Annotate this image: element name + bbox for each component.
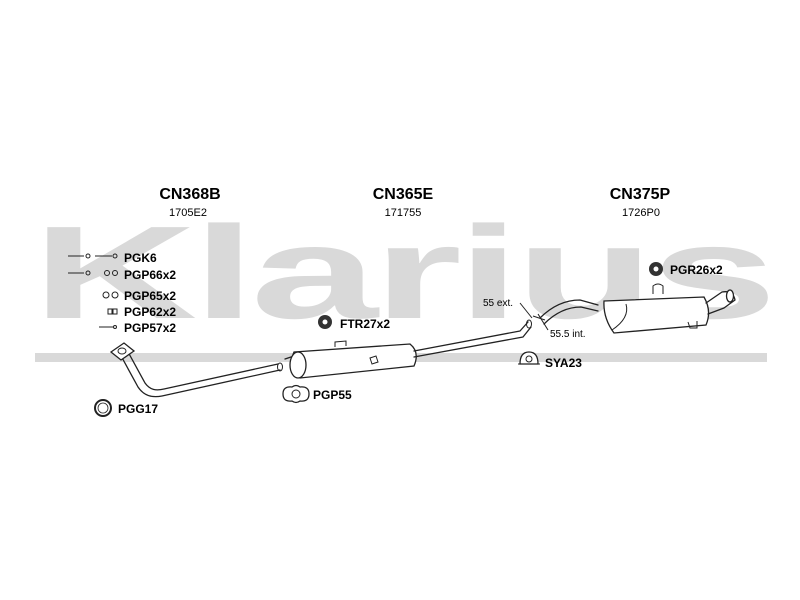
section-rear-box: CN375P 1726P0 xyxy=(610,186,671,219)
front-pipe-drawing xyxy=(109,342,283,398)
fitting-kit-list: PGK6 PGP66x2 PGP65x2 PGP62x2 PGP57x2 xyxy=(68,251,176,335)
oe-number-rear: 1726P0 xyxy=(622,207,660,219)
clamp-sya23: SYA23 xyxy=(518,351,582,370)
nut-icon xyxy=(102,291,119,299)
label-pgr26: PGR26x2 xyxy=(670,263,723,277)
section-center-box: CN365E 171755 xyxy=(373,186,434,219)
oe-number-center: 171755 xyxy=(385,207,422,219)
clamp-icon xyxy=(519,351,539,365)
gasket-pgg17: PGG17 xyxy=(94,399,158,417)
kit-item-pgp66: PGP66x2 xyxy=(124,268,176,282)
rear-box-drawing xyxy=(539,283,736,334)
kit-item-pgp57: PGP57x2 xyxy=(124,321,176,335)
kit-item-pgk6: PGK6 xyxy=(124,251,157,265)
label-sya23: SYA23 xyxy=(545,356,582,370)
pipe-overlap-notes: 55 ext. 55.5 int. xyxy=(483,298,586,340)
part-number-front: CN368B xyxy=(159,186,220,203)
note-ext: 55 ext. xyxy=(483,298,513,309)
washer-icon xyxy=(107,308,118,315)
center-box-drawing xyxy=(284,319,532,379)
section-front-pipe: CN368B 1705E2 xyxy=(159,186,220,219)
flange-gasket-icon xyxy=(282,384,310,404)
part-number-rear: CN375P xyxy=(610,186,671,203)
label-pgg17: PGG17 xyxy=(118,402,158,416)
kit-item-pgp62: PGP62x2 xyxy=(124,305,176,319)
label-pgp55: PGP55 xyxy=(313,388,352,402)
flange-gasket-pgp55: PGP55 xyxy=(282,384,352,404)
rubber-mount-pgr26: PGR26x2 xyxy=(649,262,723,277)
part-number-center: CN365E xyxy=(373,186,434,203)
gasket-ring-icon xyxy=(94,399,112,417)
label-ftr27: FTR27x2 xyxy=(340,317,390,331)
note-int: 55.5 int. xyxy=(550,329,586,340)
oe-number-front: 1705E2 xyxy=(169,207,207,219)
clip-icon xyxy=(99,325,117,329)
kit-item-pgp65: PGP65x2 xyxy=(124,289,176,303)
rubber-mount-ftr27: FTR27x2 xyxy=(318,315,390,331)
bolt-icon xyxy=(68,270,118,276)
bolt-icon xyxy=(68,253,118,259)
